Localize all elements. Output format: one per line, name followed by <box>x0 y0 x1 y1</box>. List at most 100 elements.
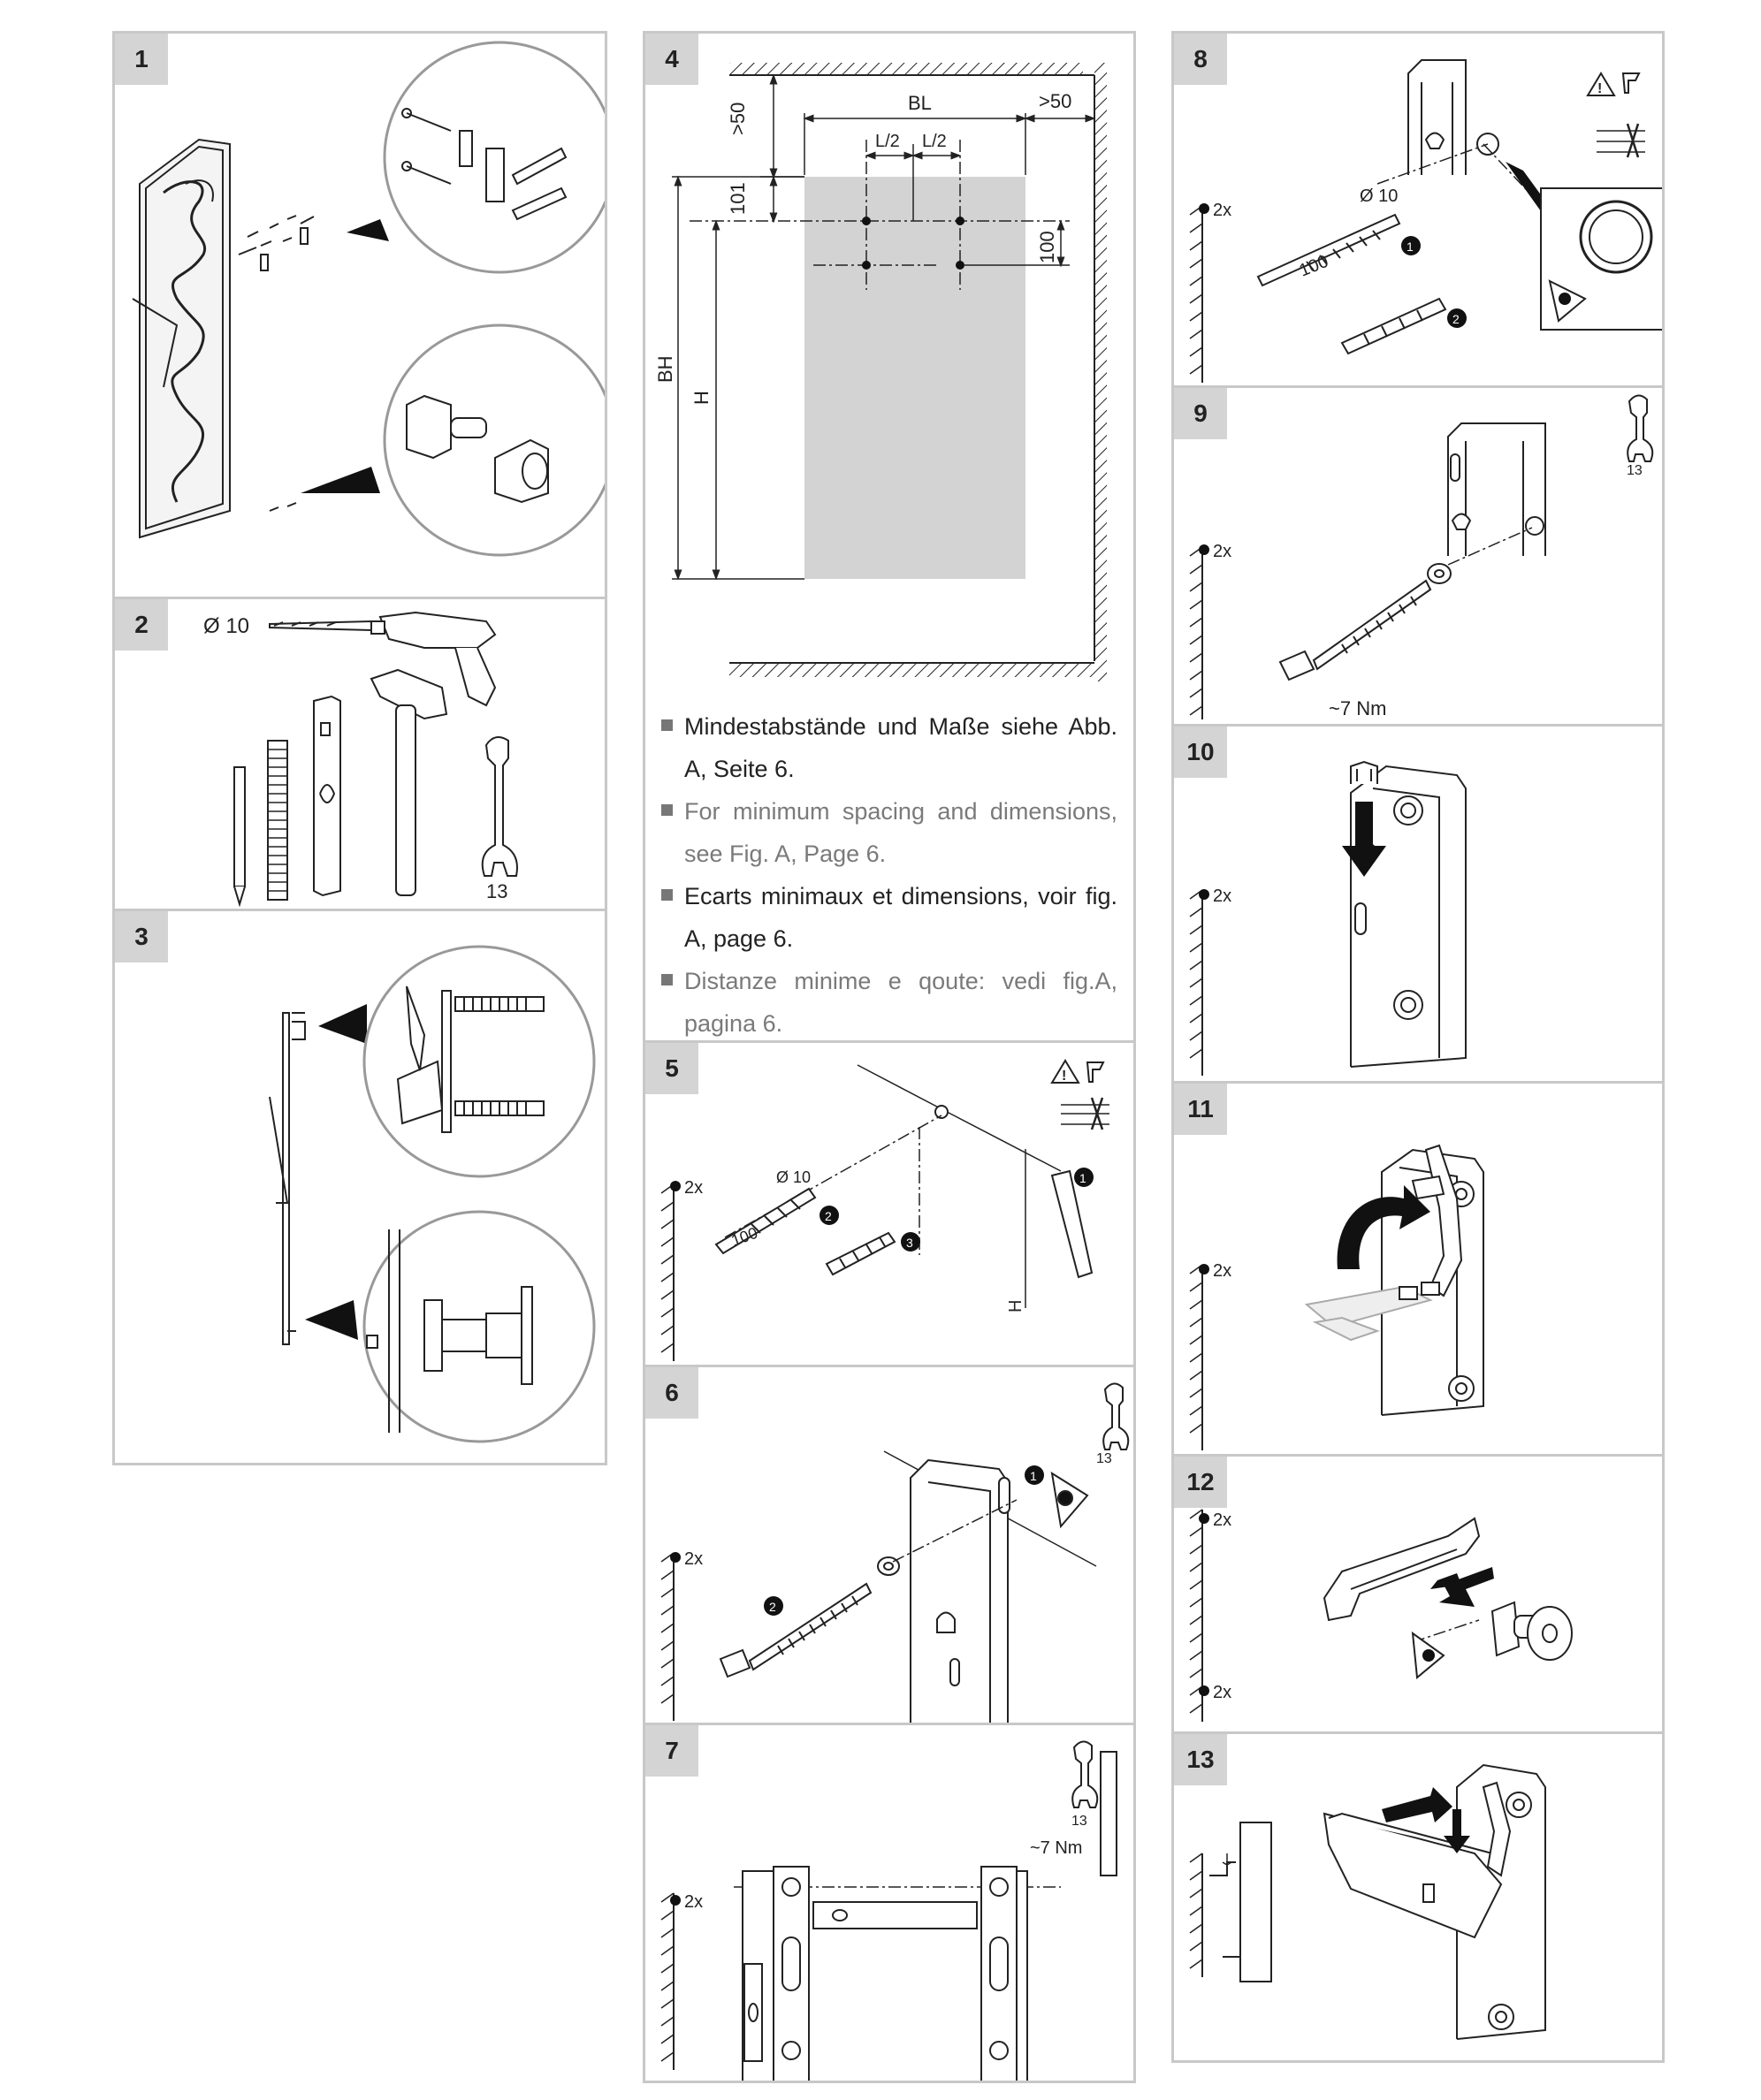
step-13-illustration <box>1189 1763 1546 2040</box>
callout-2 <box>820 1206 839 1225</box>
note-fr: Ecarts minimaux et dimensions, voir fig.… <box>661 875 1117 960</box>
detail-circle-spacer <box>383 323 605 557</box>
wall-bracket <box>910 1458 1010 1723</box>
svg-text:3: 3 <box>906 1236 913 1250</box>
panel-step-10: 10 2x <box>1171 724 1665 1084</box>
step-number: 3 <box>115 911 168 962</box>
step-number: 9 <box>1174 388 1227 439</box>
arrow-left-icon <box>1439 1567 1494 1607</box>
dim-101: 101 <box>727 182 749 215</box>
svg-text:2: 2 <box>1452 312 1460 326</box>
wall-plug-icon <box>825 1231 896 1276</box>
step-number: 4 <box>645 34 698 85</box>
count-label: 2x <box>684 1892 703 1912</box>
svg-text:2: 2 <box>769 1600 776 1614</box>
panel-step-7: 7 2x 13 ~7 Nm <box>643 1723 1136 2083</box>
step-4-dimension-diagram: >50 101 BL >50 L/2 L/2 100 BH H <box>654 63 1107 681</box>
torque-label: ~7 Nm <box>1030 1838 1082 1858</box>
drill-diameter-label: Ø 10 <box>776 1168 811 1186</box>
side-wall-hatch <box>1094 63 1107 681</box>
callout-2 <box>1447 308 1467 328</box>
rotate-arrow-icon <box>1337 1185 1430 1269</box>
floor-hatch <box>729 663 1094 677</box>
count-label: 2x <box>1213 886 1231 906</box>
pointer-triangle-top <box>318 1004 367 1044</box>
step-number: 8 <box>1174 34 1227 85</box>
screw-icon <box>1278 579 1432 681</box>
callout-3 <box>901 1232 920 1252</box>
callout-1 <box>1401 236 1421 255</box>
no-pipes-cables-icon <box>1597 123 1645 158</box>
svg-text:2: 2 <box>825 1209 832 1223</box>
dim-h: H <box>690 391 713 405</box>
wrench-icon <box>1102 1382 1130 1450</box>
panel-step-12: 12 2x 2x <box>1171 1454 1665 1734</box>
callout-1 <box>1074 1168 1094 1187</box>
arrow-right-icon <box>1382 1787 1452 1822</box>
hook-latch <box>1411 1144 1463 1297</box>
panel-step-3: 3 <box>112 909 607 1465</box>
step-number: 1 <box>115 34 168 85</box>
warning-icon <box>1050 1059 1080 1084</box>
drill-bit-icon <box>714 1187 817 1255</box>
step-12-illustration: 2x 2x <box>1189 1509 1573 1722</box>
step-number: 2 <box>115 599 168 651</box>
step-7-illustration: 2x 13 ~7 Nm <box>660 1740 1117 2081</box>
panel-step-5: 5 2x ! Ø 10 100 <box>643 1040 1136 1367</box>
hammer-icon <box>370 668 448 896</box>
wrench-size-label: 13 <box>1627 463 1643 478</box>
step-number: 5 <box>645 1043 698 1094</box>
svg-text:1: 1 <box>1079 1171 1086 1185</box>
step-2-tools-illustration: Ø 10 <box>203 611 518 908</box>
no-pipes-cables-icon <box>1061 1097 1109 1130</box>
detail-circle-bracket <box>362 945 596 1178</box>
panel-step-13: 13 <box>1171 1731 1665 2063</box>
hook-latch <box>1482 1781 1512 1877</box>
spacer-icon <box>1490 1601 1573 1661</box>
pencil-icon <box>1050 1169 1094 1279</box>
wrench-icon <box>1071 1740 1099 1808</box>
ceiling-hatch <box>729 63 1083 75</box>
count-label: 2x <box>1213 1261 1231 1281</box>
drill-diameter-label: Ø 10 <box>1360 186 1398 206</box>
step-9-illustration: 2x 13 ~7 Nm <box>1189 394 1654 719</box>
panel-step-9: 9 2x 13 ~7 Nm <box>1171 385 1665 727</box>
count-label: 2x <box>684 1549 703 1569</box>
folding-rule-icon <box>267 740 288 901</box>
panel-step-11: 11 2x <box>1171 1081 1665 1457</box>
panel-step-4: 4 <box>643 31 1136 1043</box>
spirit-level-icon <box>812 1901 978 1929</box>
warning-icon <box>1586 72 1616 96</box>
arrow-down-icon <box>1342 802 1386 877</box>
callout-2 <box>764 1596 783 1616</box>
vertical-level-icon <box>743 1963 763 2062</box>
wall-bracket <box>1407 59 1499 175</box>
count-label: 2x <box>684 1178 703 1198</box>
drill-icon <box>1086 1061 1105 1083</box>
pointer-triangle-bottom <box>301 467 380 493</box>
wrench-size-label: 13 <box>1071 1814 1087 1829</box>
step-5-illustration: 2x ! Ø 10 100 1 2 3 <box>660 1059 1109 1361</box>
bracket-side-icon <box>1100 1751 1117 1876</box>
wall-plug-icon <box>1340 297 1447 355</box>
step-number: 11 <box>1174 1084 1227 1135</box>
count-label-bottom: 2x <box>1213 1683 1231 1702</box>
holder-plate <box>1323 1517 1481 1622</box>
step-1-illustration <box>132 41 605 557</box>
dim-bl: BL <box>908 92 932 114</box>
dim-l2-right: L/2 <box>922 132 947 151</box>
count-label-top: 2x <box>1213 1510 1231 1530</box>
count-label: 2x <box>1213 542 1231 561</box>
dim-100: 100 <box>1036 231 1058 263</box>
svg-text:!: ! <box>1062 1069 1066 1084</box>
note-en: For minimum spacing and dimensions, see … <box>661 790 1117 875</box>
arrow-down-icon <box>1444 1809 1470 1853</box>
panel-step-2: 2 Ø 10 <box>112 597 607 911</box>
wrench-size-label: 13 <box>486 880 507 902</box>
wrench-icon <box>481 736 518 877</box>
note-it: Distanze minime e qoute: vedi fig.A, pag… <box>661 960 1117 1040</box>
step-8-illustration: 2x ! Ø 10 100 1 2 <box>1189 59 1662 383</box>
dim-l2-left: L/2 <box>875 132 900 151</box>
wrench-icon <box>1627 394 1654 462</box>
pointer-triangle-bottom <box>305 1300 358 1340</box>
